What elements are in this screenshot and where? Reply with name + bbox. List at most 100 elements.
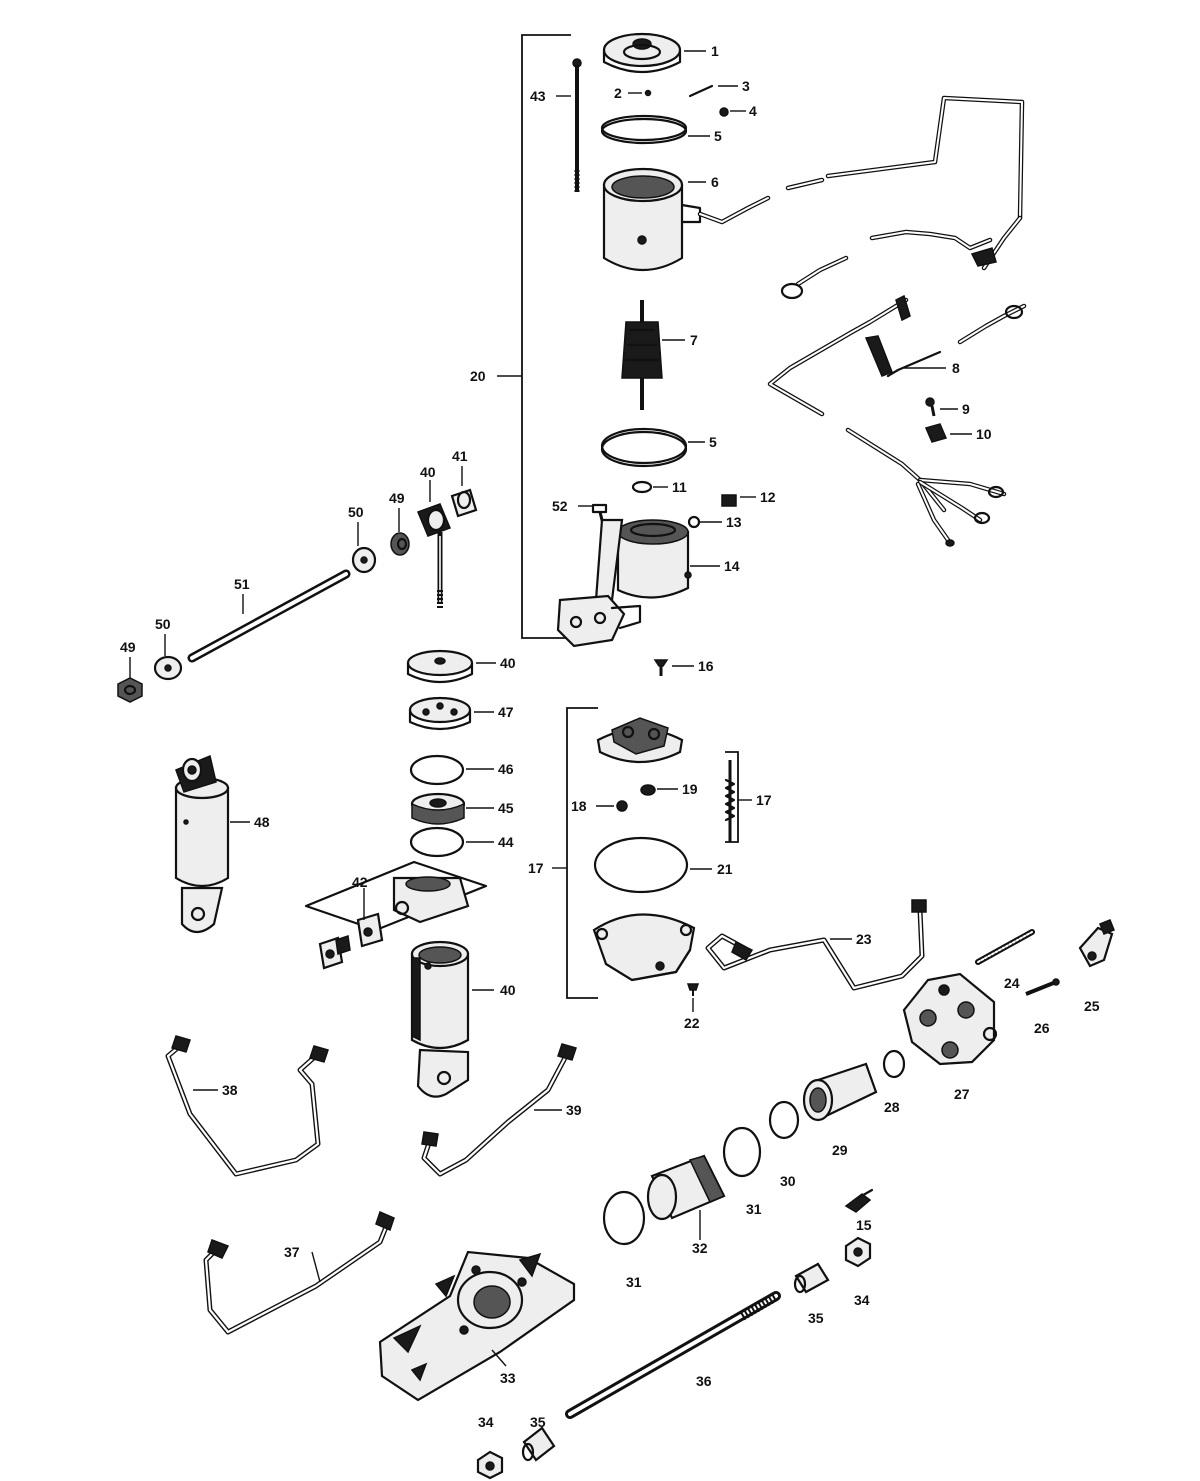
callout-42: 42 <box>352 874 368 890</box>
callout-6: 6 <box>711 174 719 190</box>
callout-3: 3 <box>742 78 750 94</box>
callout-12: 12 <box>760 489 776 505</box>
bracket-17 <box>552 707 598 999</box>
callout-50a: 50 <box>348 504 364 520</box>
o-ring-part-13 <box>687 515 722 529</box>
rod-part-36 <box>565 1291 781 1419</box>
ring-part-30 <box>768 1100 800 1140</box>
callout-44: 44 <box>498 834 514 850</box>
callout-5a: 5 <box>714 128 722 144</box>
callout-37: 37 <box>284 1244 300 1260</box>
screw-part-4 <box>719 107 746 117</box>
callout-50b: 50 <box>155 616 171 632</box>
callout-34b: 34 <box>478 1414 494 1430</box>
bolt-part-16 <box>653 659 694 676</box>
callout-35b: 35 <box>530 1414 546 1430</box>
callout-40a: 40 <box>420 464 436 480</box>
piston-part-29 <box>802 1062 878 1122</box>
o-ring-part-31-upper <box>722 1126 762 1178</box>
screw-part-22 <box>686 983 700 1012</box>
motor-end-housing-part-14 <box>556 518 720 648</box>
clip-part-10 <box>924 423 972 443</box>
callout-8: 8 <box>952 360 960 376</box>
callout-13: 13 <box>726 514 742 530</box>
callout-30: 30 <box>780 1173 796 1189</box>
trim-cylinder-part-48 <box>174 754 250 934</box>
callout-40b: 40 <box>500 655 516 671</box>
callout-28: 28 <box>884 1099 900 1115</box>
callout-25: 25 <box>1084 998 1100 1014</box>
end-plate-part-27 <box>902 972 998 1066</box>
rod-part-24 <box>975 929 1035 965</box>
screw-part-26 <box>1025 978 1060 996</box>
callout-33: 33 <box>500 1370 516 1386</box>
bushing-part-41 <box>450 466 478 518</box>
callout-20: 20 <box>470 368 486 384</box>
shaft-part-51 <box>187 569 351 663</box>
pump-housing-top <box>596 717 684 764</box>
tube-part-38 <box>165 1035 329 1177</box>
nut-part-34-right <box>844 1236 872 1268</box>
o-ring-part-28 <box>882 1049 906 1079</box>
piston-part-47 <box>408 696 494 731</box>
bracket-20 <box>497 34 571 639</box>
screw-part-9 <box>925 397 958 417</box>
o-ring-part-5-upper <box>600 114 710 145</box>
callout-36: 36 <box>696 1373 712 1389</box>
callout-24: 24 <box>1004 975 1020 991</box>
callout-17a: 17 <box>756 792 772 808</box>
piston-part-45 <box>410 792 494 825</box>
tube-part-37 <box>203 1210 395 1335</box>
armature-part-7 <box>621 300 685 410</box>
nut-part-49-lower <box>117 657 143 703</box>
o-ring-part-46 <box>409 754 494 786</box>
washer-part-50-lower <box>153 634 183 681</box>
callout-10: 10 <box>976 426 992 442</box>
o-ring-part-31-lower <box>602 1190 646 1246</box>
callout-51: 51 <box>234 576 250 592</box>
callout-22: 22 <box>684 1015 700 1031</box>
sleeve-part-32 <box>646 1154 726 1240</box>
callout-27: 27 <box>954 1086 970 1102</box>
brush-part-3 <box>688 84 738 98</box>
callout-41: 41 <box>452 448 468 464</box>
motor-frame-part-6 <box>602 167 771 272</box>
callout-4: 4 <box>749 103 757 119</box>
callout-16: 16 <box>698 658 714 674</box>
tube-part-39 <box>421 1043 577 1177</box>
o-ring-part-5-lower <box>600 427 705 468</box>
callout-9: 9 <box>962 401 970 417</box>
callout-31b: 31 <box>626 1274 642 1290</box>
callout-31a: 31 <box>746 1201 762 1217</box>
callout-29: 29 <box>832 1142 848 1158</box>
pump-housing-bottom <box>592 913 696 982</box>
fitting-part-35-right <box>793 1262 830 1294</box>
callout-19: 19 <box>682 781 698 797</box>
valve-part-18 <box>596 800 628 812</box>
nut-part-49-upper <box>390 508 410 556</box>
callout-21: 21 <box>717 861 733 877</box>
end-cap-part-1 <box>602 32 706 74</box>
callout-17b: 17 <box>528 860 544 876</box>
callout-5b: 5 <box>709 434 717 450</box>
washer-part-11 <box>631 480 668 494</box>
callout-14: 14 <box>724 558 740 574</box>
callout-34a: 34 <box>854 1292 870 1308</box>
callout-45: 45 <box>498 800 514 816</box>
callout-11: 11 <box>672 479 687 495</box>
fitting-part-35-lower <box>521 1426 556 1462</box>
tube-part-23 <box>705 899 927 991</box>
callout-1: 1 <box>711 43 719 59</box>
fitting-part-15 <box>844 1188 874 1213</box>
callout-38: 38 <box>222 1082 238 1098</box>
wire-harness-part-8 <box>767 95 1027 547</box>
callout-49b: 49 <box>120 639 136 655</box>
callout-labels: 1 2 3 4 5 5 6 7 8 9 10 11 12 13 14 15 16… <box>120 43 1100 1430</box>
callout-23: 23 <box>856 931 872 947</box>
nut-part-34-lower <box>476 1450 504 1480</box>
callout-47: 47 <box>498 704 514 720</box>
callout-48: 48 <box>254 814 270 830</box>
callout-7: 7 <box>690 332 698 348</box>
through-bolt-part-43 <box>556 58 582 192</box>
